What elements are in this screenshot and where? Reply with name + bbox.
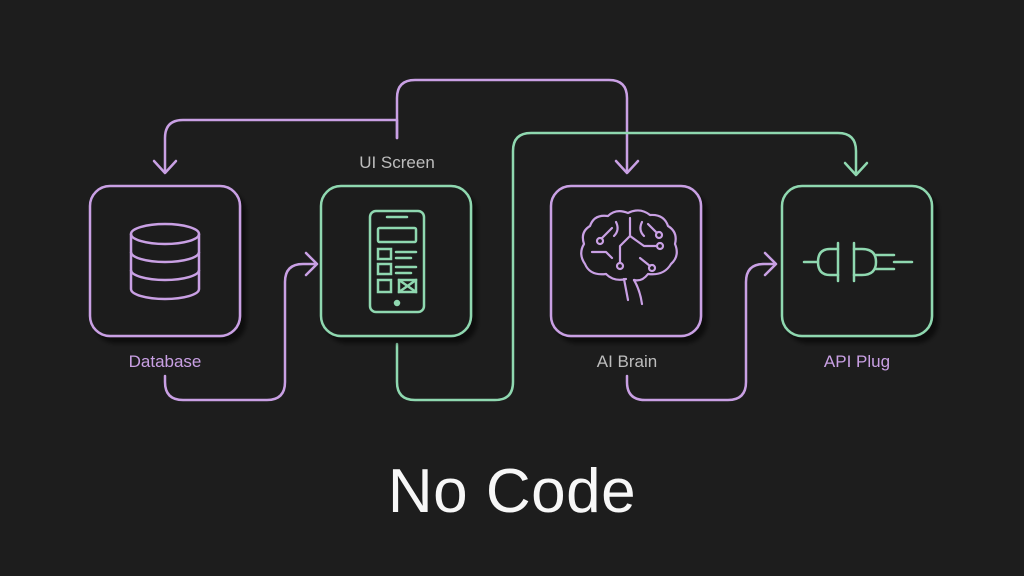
api-plug-node	[780, 184, 934, 338]
brain-circuit-icon	[580, 209, 678, 306]
page-title: No Code	[387, 457, 637, 526]
connector-ai-brain-to-api	[625, 262, 775, 402]
database-label: Database	[128, 352, 202, 371]
connector-ui-to-ai-brain	[395, 78, 629, 172]
mobile-wireframe-icon	[368, 209, 426, 314]
connector-database-to-ui	[163, 262, 316, 402]
ai-brain-node	[549, 184, 703, 338]
arrowhead-api-plug-top	[843, 161, 869, 177]
ui-screen-node	[319, 184, 473, 338]
plug-icon	[802, 241, 914, 283]
database-icon	[129, 222, 201, 301]
api-plug-label: API Plug	[823, 352, 891, 371]
ui-screen-label: UI Screen	[359, 153, 435, 172]
arrowhead-api-plug-left	[763, 251, 778, 277]
arrowhead-database	[152, 159, 178, 175]
ai-brain-label: AI Brain	[596, 352, 658, 371]
arrowhead-ai-brain	[614, 159, 640, 175]
connector-ui-to-api	[395, 131, 858, 402]
arrowhead-ui-screen	[304, 251, 319, 277]
connector-ui-to-database	[163, 118, 399, 172]
